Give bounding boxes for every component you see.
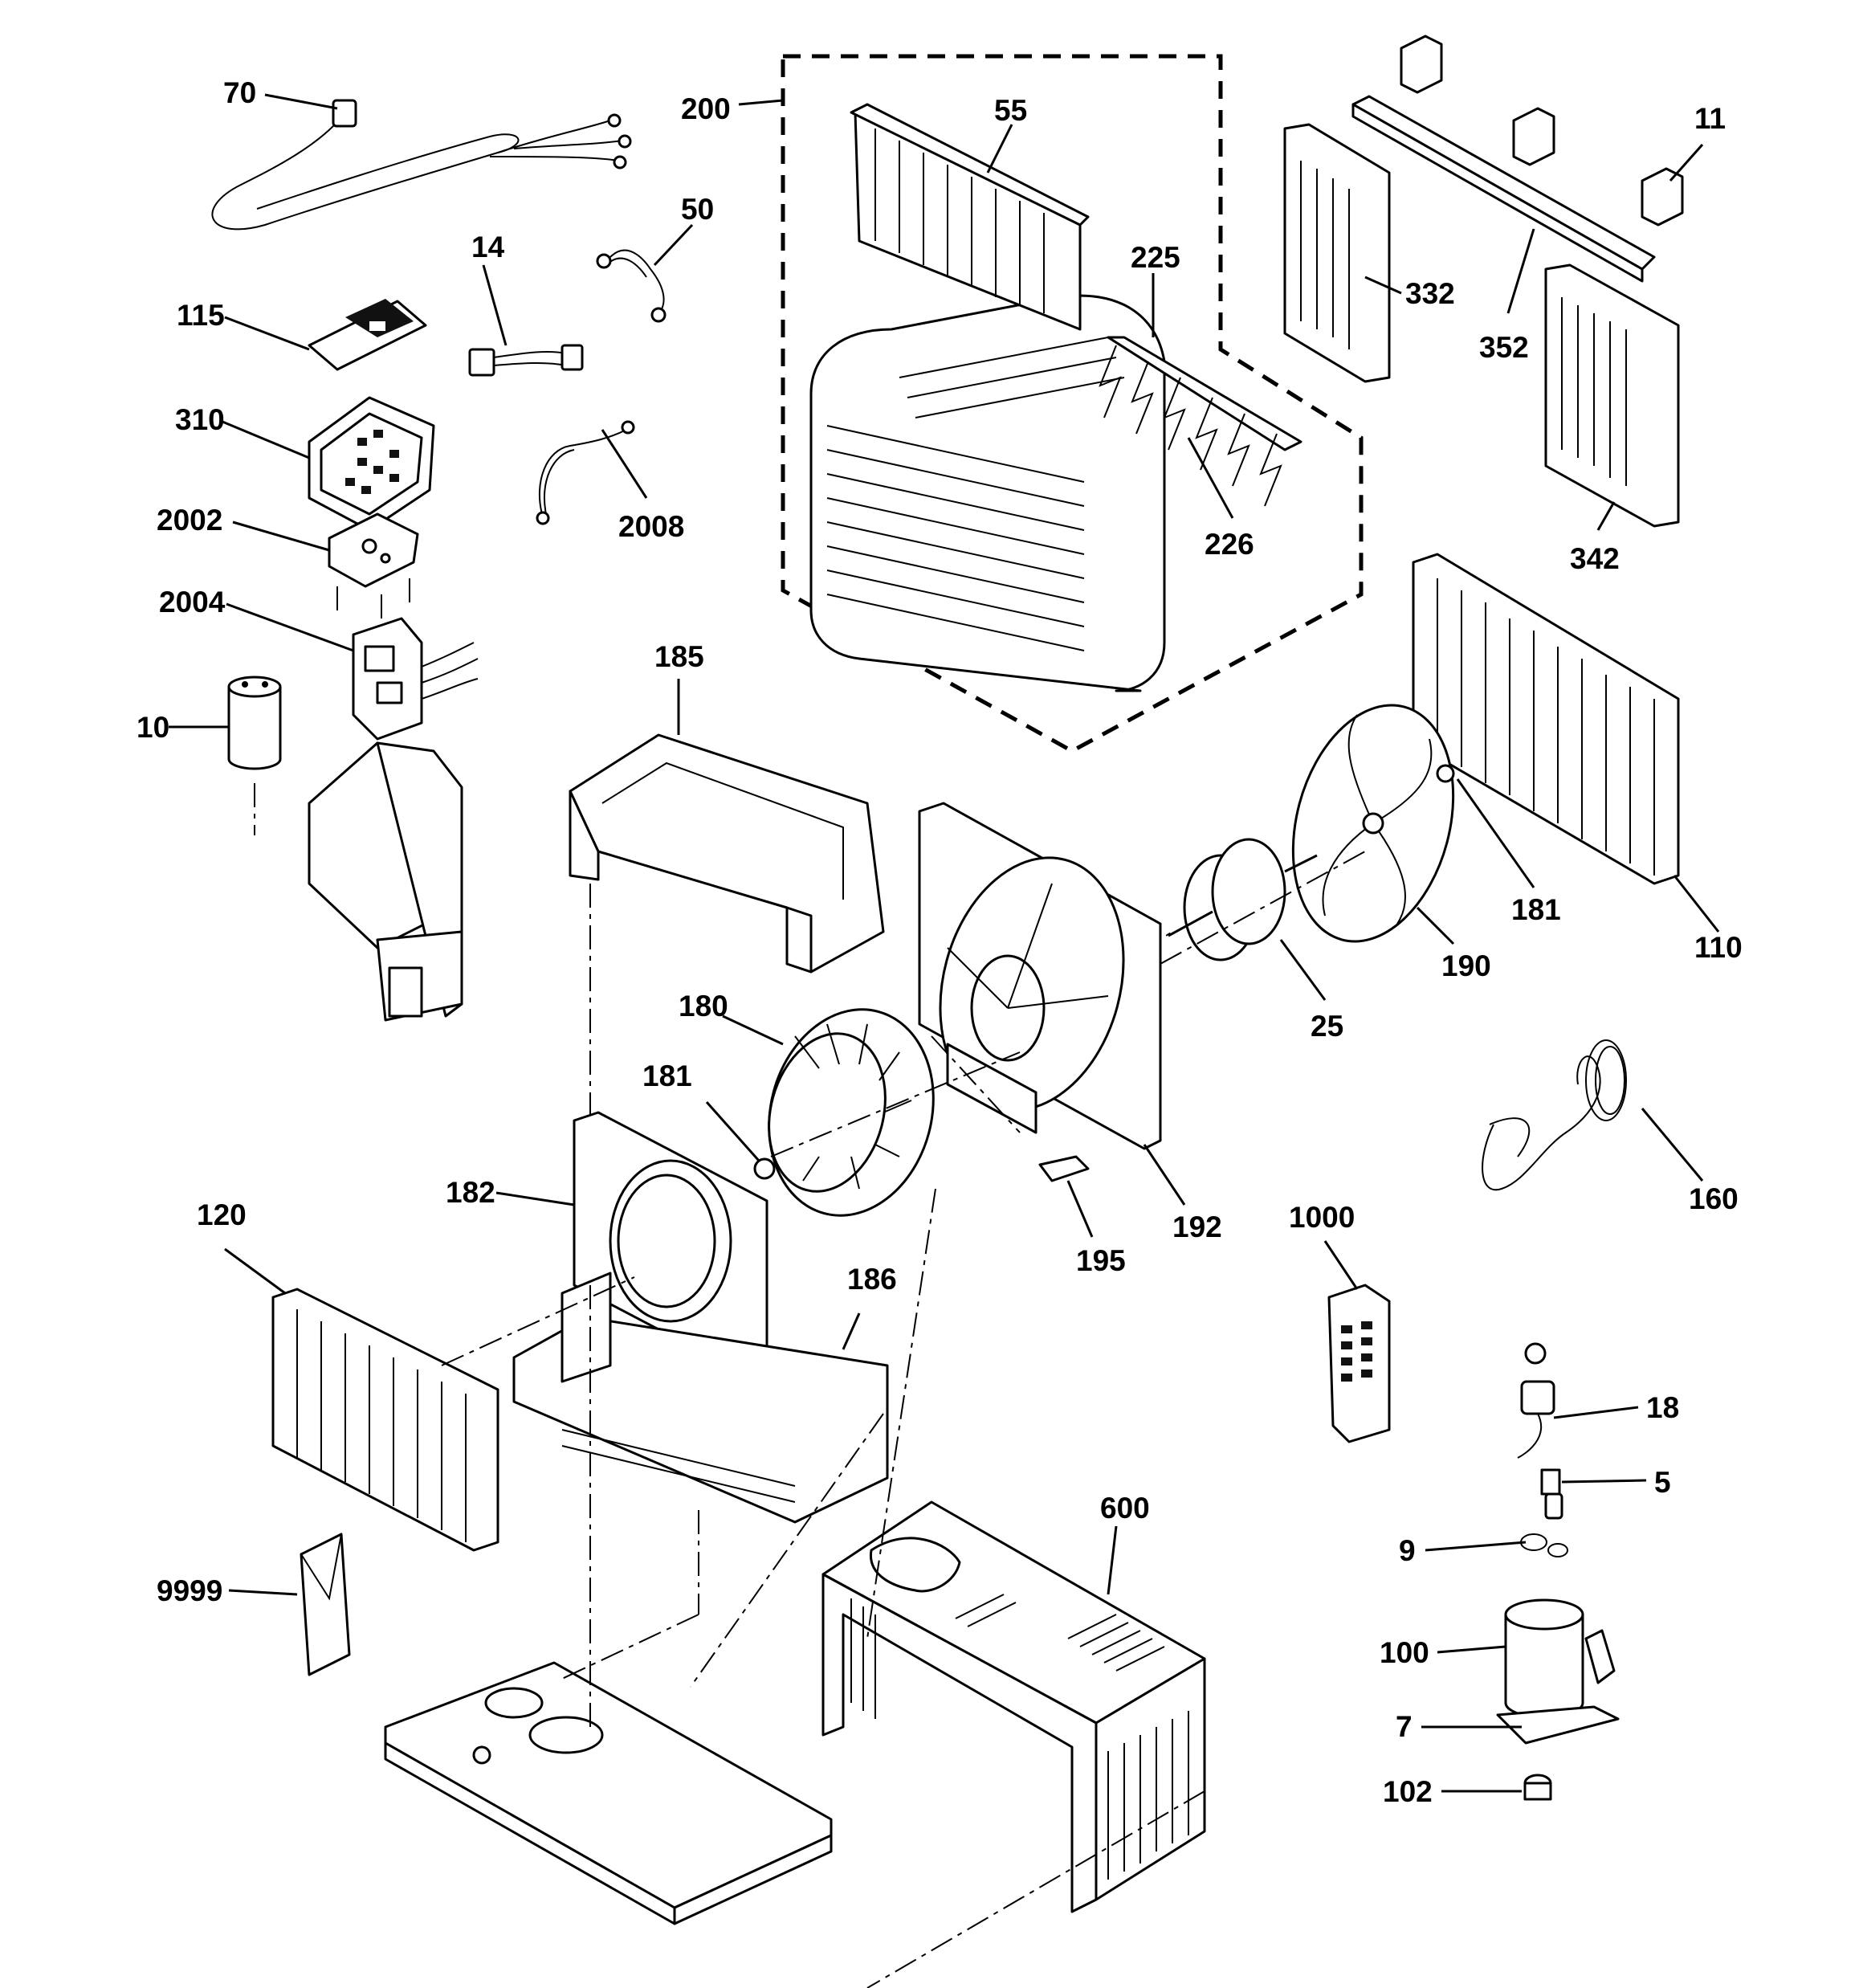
callout-leader-lines xyxy=(169,93,1720,1793)
callout-5: 5 xyxy=(1654,1466,1671,1499)
capacitor-part xyxy=(227,676,282,770)
base-pan-part xyxy=(512,1272,889,1524)
callout-14: 14 xyxy=(471,231,505,263)
callout-600: 600 xyxy=(1100,1492,1150,1525)
top-rail-part xyxy=(1351,95,1656,283)
mounting-clip-part xyxy=(1400,35,1684,227)
callout-332: 332 xyxy=(1405,277,1455,310)
remote-control-part xyxy=(1327,1284,1391,1443)
compressor-assembly-part xyxy=(1496,1342,1620,1801)
callout-180: 180 xyxy=(679,990,728,1023)
callout-195: 195 xyxy=(1076,1244,1126,1277)
fan-shroud-part xyxy=(918,802,1162,1150)
side-curtain-right-part xyxy=(1544,263,1680,528)
callout-9: 9 xyxy=(1399,1534,1416,1567)
callout-115: 115 xyxy=(177,299,225,332)
wire-harness-14 xyxy=(468,344,584,377)
literature-envelope-part xyxy=(300,1533,351,1676)
callout-310: 310 xyxy=(175,403,225,436)
callout-190: 190 xyxy=(1441,949,1491,982)
circuit-board-2004 xyxy=(352,617,479,741)
callout-50: 50 xyxy=(681,193,714,226)
callout-181-a: 181 xyxy=(1511,893,1561,926)
wire-harness-2008 xyxy=(536,420,635,525)
callout-25: 25 xyxy=(1311,1010,1343,1043)
evaporator-coil-part xyxy=(271,1288,499,1552)
callout-labels: 70 200 55 11 14 50 225 332 352 115 310 2… xyxy=(137,76,1743,1808)
callout-102: 102 xyxy=(1383,1775,1433,1808)
callout-1000: 1000 xyxy=(1289,1201,1355,1234)
control-box-housing xyxy=(308,741,463,1022)
callout-100: 100 xyxy=(1380,1636,1429,1669)
callout-186: 186 xyxy=(847,1263,897,1296)
louver-assembly-part xyxy=(1099,336,1302,507)
callout-2008: 2008 xyxy=(618,510,684,543)
callout-200: 200 xyxy=(681,92,731,125)
callout-225: 225 xyxy=(1131,241,1180,274)
condenser-fan-part xyxy=(1291,704,1455,943)
callout-2002: 2002 xyxy=(157,504,222,537)
control-label-part xyxy=(308,299,427,371)
callout-7: 7 xyxy=(1396,1710,1413,1743)
callout-226: 226 xyxy=(1205,528,1254,561)
front-grille-part xyxy=(809,294,1166,692)
blower-housing-top-part xyxy=(569,733,885,974)
assembly-phantom-lines xyxy=(441,851,1366,1988)
callout-120: 120 xyxy=(197,1198,247,1231)
wire-harness-50 xyxy=(596,249,667,323)
condenser-coil-part xyxy=(1412,553,1680,885)
callout-18: 18 xyxy=(1646,1391,1679,1424)
base-chassis-part xyxy=(384,1661,833,1925)
fan-motor-part xyxy=(1168,838,1318,961)
callout-10: 10 xyxy=(137,711,169,744)
power-cord-part xyxy=(211,99,632,231)
outer-cabinet-part xyxy=(821,1500,1206,1913)
callout-11: 11 xyxy=(1694,102,1726,135)
callout-110: 110 xyxy=(1694,931,1743,964)
callout-181-b: 181 xyxy=(642,1059,692,1092)
drain-cover-part xyxy=(1038,1155,1090,1182)
circuit-board-2002 xyxy=(328,512,419,618)
air-filter-part xyxy=(850,103,1090,331)
capillary-tube-part xyxy=(1482,1039,1627,1191)
side-curtain-left-part xyxy=(1283,123,1391,383)
callout-55: 55 xyxy=(994,94,1027,127)
control-panel-part xyxy=(308,396,435,532)
callout-160: 160 xyxy=(1689,1182,1739,1215)
blower-wheel-part xyxy=(768,1008,935,1217)
orifice-panel-part xyxy=(573,1111,768,1375)
callout-185: 185 xyxy=(654,640,704,673)
callout-352: 352 xyxy=(1479,331,1529,364)
callout-9999: 9999 xyxy=(157,1574,222,1607)
callout-192: 192 xyxy=(1172,1210,1222,1243)
blower-clip-part xyxy=(753,1157,776,1180)
callout-342: 342 xyxy=(1570,542,1620,575)
fan-clip-part xyxy=(1436,764,1455,783)
callout-2004: 2004 xyxy=(159,586,226,618)
callout-70: 70 xyxy=(223,76,256,109)
callout-182: 182 xyxy=(446,1176,495,1209)
